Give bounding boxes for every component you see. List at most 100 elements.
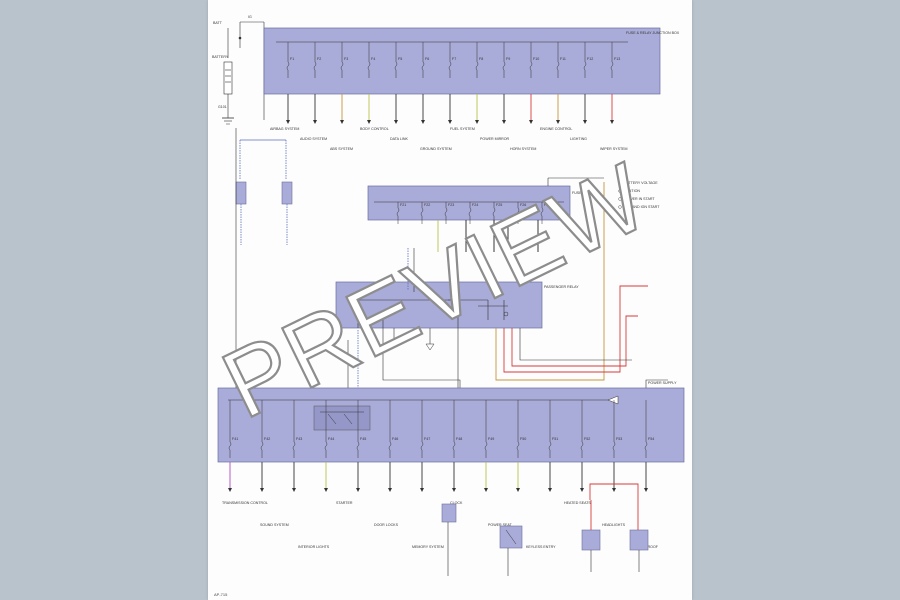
fuse-box4-9: F49 [484,436,494,458]
fuse-label: F3 [344,57,348,61]
wire-arrow [421,120,425,124]
bottom-system-label: TRANSMISSION CONTROL [222,501,268,505]
wire-arrow [529,120,533,124]
fuse-label: F52 [584,437,590,441]
fuse-label: F50 [520,437,526,441]
legend-item: POWER IN START [624,197,655,201]
fuse-label: F48 [456,437,462,441]
fuse-label: F12 [587,57,593,61]
fuse-label: F2 [317,57,321,61]
wire-arrow [448,120,452,124]
fuse-label: F23 [448,203,454,207]
fuse-label: F11 [560,57,566,61]
fuse-box4-11: F51 [548,436,558,458]
relay-left-1 [235,181,247,205]
fuse-label: F9 [506,57,510,61]
bottom-system-label: MEMORY SYSTEM [412,545,444,549]
fuse-label: F42 [264,437,270,441]
legend-item: OFF AND IGN START [624,205,660,209]
wire-arrow [340,120,344,124]
wire-arrow [452,488,456,492]
top-system-label: FUEL SYSTEM [450,127,475,131]
fuse-label: F45 [360,437,366,441]
wire-arrow [610,120,614,124]
wire-arrow [228,488,232,492]
fuse-label: F54 [648,437,654,441]
power-supply-relay [313,405,371,431]
bottom-system-label: DOOR LOCKS [374,523,399,527]
bottom-system-label: HEATED SEATS [564,501,591,505]
top-system-label: DATA LINK [390,137,408,141]
fuse-box4-12: F52 [580,436,590,458]
bottom-system-label: POWER SEAT [488,523,512,527]
wire-arrow [292,488,296,492]
wire-arrow [475,120,479,124]
passenger-relay-title: PASSENGER RELAY [544,285,579,289]
wire-arrow [612,488,616,492]
fuse-label: F46 [392,437,398,441]
fuse-box1-2: F2 [313,56,321,78]
ig-label: IG [248,15,252,19]
fuse-box1-12: F12 [583,56,593,78]
wire-arrow [516,488,520,492]
fuse-label: F22 [424,203,430,207]
fuse-label: F24 [472,203,478,207]
fuse-label: F44 [328,437,334,441]
fuse-label: F25 [496,203,502,207]
fuse-label: F6 [425,57,429,61]
bottom-components [441,483,649,576]
fuse-box2-2: F22 [420,202,430,224]
fuse-label: F49 [488,437,494,441]
fuse-label: F41 [232,437,238,441]
fuse-label: F47 [424,437,430,441]
top-system-label: BODY CONTROL [360,127,389,131]
bottom-wires [228,462,648,492]
wire-arrow [367,120,371,124]
top-system-label: AUDIO SYSTEM [300,137,327,141]
wire-arrow [502,120,506,124]
legend-marker [618,181,622,185]
fuse-box1-4: F4 [367,56,375,78]
relay-left-2 [281,181,293,205]
fuse-label: F26 [520,203,526,207]
wire-arrow [356,488,360,492]
fuse-panel-2-fuses: F21 F22 F23 F24 F25 F26 F27 [396,202,550,224]
left-relays [235,128,293,390]
fuse-label: F53 [616,437,622,441]
legend-marker [618,189,622,193]
fuse-label: F13 [614,57,620,61]
top-system-label: ENGINE CONTROL [540,127,572,131]
top-system-label: ABS SYSTEM [330,147,353,151]
top-system-label: HORN SYSTEM [510,147,536,151]
wire-arrow [313,120,317,124]
fuse-box4-7: F47 [420,436,430,458]
bottom-system-label: SUNROOF [640,545,659,549]
fuse-box1-13: F13 [610,56,620,78]
fuse-box4-6: F46 [388,436,398,458]
legend-item: IGNITION [624,189,640,193]
fuse-box2-3: F23 [444,202,454,224]
fuse-box1-5: F5 [394,56,402,78]
bottom-system-label: INTERIOR LIGHTS [298,545,330,549]
fuse-box1-10: F10 [529,56,539,78]
fuse-box4-14: F54 [644,436,654,458]
fuse-box1-9: F9 [502,56,510,78]
power-supply-title: POWER SUPPLY [648,381,677,385]
fuse-box2-1: F21 [396,202,406,224]
fuse-label: F27 [544,203,550,207]
fuse-box4-10: F50 [516,436,526,458]
fuse-label: F51 [552,437,558,441]
component-motor-left [581,529,601,551]
fuse-label: F21 [400,203,406,207]
fuse-box2-6: F26 [516,202,526,224]
bottom-system-label: CLOCK [450,501,463,505]
fuse-label: F10 [533,57,539,61]
